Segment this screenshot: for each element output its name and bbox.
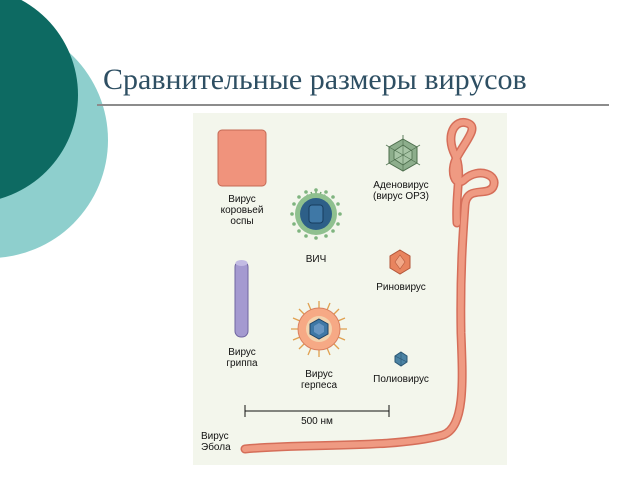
influenza-cap	[235, 260, 248, 266]
hiv-virus-shape	[290, 188, 342, 240]
cowpox-virus-shape	[217, 129, 267, 187]
ebola-label: Вирус Эбола	[201, 431, 231, 453]
poliovirus-shape	[394, 351, 408, 367]
rhinovirus-label: Риновирус	[376, 282, 426, 293]
title-divider	[97, 104, 609, 106]
decorative-circles	[0, 0, 108, 258]
ebola-virus-fill	[242, 119, 498, 452]
adenovirus-shape	[385, 135, 421, 172]
rhinovirus-shape	[389, 249, 411, 275]
influenza-label: Вирус гриппа	[226, 347, 258, 369]
slide-title: Сравнительные размеры вирусов	[103, 63, 527, 96]
virus-size-diagram: Вирус коровьей оспы ВИЧ Аденовирус (виру…	[193, 113, 507, 465]
diagram-canvas	[217, 117, 499, 454]
poliovirus-label: Полиовирус	[373, 374, 429, 385]
herpes-label: Вирус герпеса	[300, 369, 338, 391]
hiv-label: ВИЧ	[305, 254, 327, 265]
scale-bar-label: 500 нм	[301, 416, 333, 427]
scale-bar	[244, 405, 390, 417]
dark-teal-circle	[0, 0, 78, 199]
herpes-virus-shape	[291, 301, 347, 357]
cowpox-label: Вирус коровьей оспы	[220, 194, 264, 227]
adenovirus-label: Аденовирус (вирус ОРЗ)	[373, 180, 429, 202]
influenza-virus-shape	[234, 260, 249, 338]
